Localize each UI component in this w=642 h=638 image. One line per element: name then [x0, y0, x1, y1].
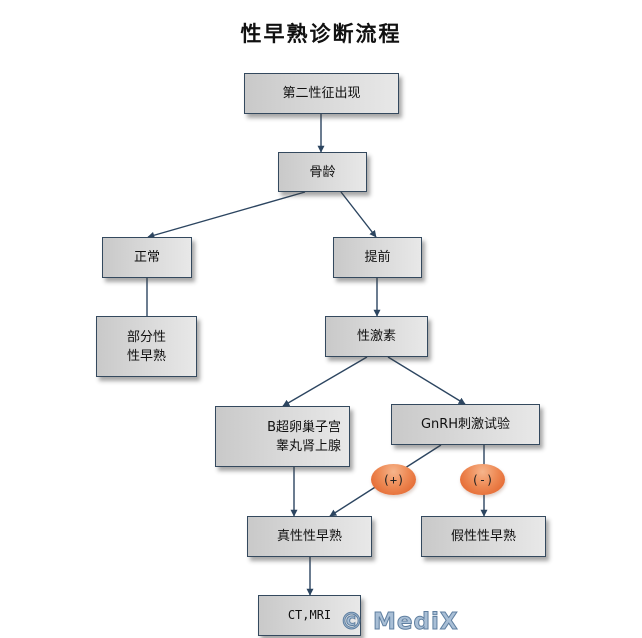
node-partial-precocious-puberty[interactable]: 部分性 性早熟	[96, 316, 197, 377]
node-label: 正常	[133, 250, 160, 265]
node-label: CT,MRI	[287, 608, 332, 622]
positive-result-badge: (+)	[371, 464, 416, 495]
node-label: B超卵巢子宫 睾丸肾上腺	[267, 419, 341, 454]
badge-label: (+)	[382, 472, 405, 487]
connector-sex-hormones-to-ultrasound	[282, 356, 368, 407]
node-label: 真性性早熟	[276, 529, 342, 544]
node-gnrh-stimulation-test[interactable]: GnRH刺激试验	[391, 404, 540, 445]
node-ct-mri[interactable]: CT,MRI	[258, 595, 361, 636]
node-advanced[interactable]: 提前	[333, 237, 422, 278]
medix-watermark: © MediX	[340, 609, 459, 636]
node-pseudo-precocious-puberty[interactable]: 假性性早熟	[421, 516, 546, 557]
node-sex-hormones[interactable]: 性激素	[325, 316, 428, 357]
node-normal[interactable]: 正常	[102, 237, 192, 278]
node-secondary-sex-signs[interactable]: 第二性征出现	[244, 73, 399, 114]
node-label: 性激素	[356, 329, 396, 344]
node-bone-age[interactable]: 骨龄	[278, 152, 367, 192]
node-label: 部分性 性早熟	[126, 329, 166, 364]
connector-sex-hormones-to-gnrh-test	[387, 356, 466, 405]
node-label: 第二性征出现	[282, 86, 361, 101]
node-true-precocious-puberty[interactable]: 真性性早熟	[247, 516, 372, 557]
node-ultrasound-exam[interactable]: B超卵巢子宫 睾丸肾上腺	[215, 406, 350, 467]
negative-result-badge: (-)	[460, 464, 505, 495]
diagram-title: 性早熟诊断流程	[240, 22, 402, 46]
badge-label: (-)	[471, 472, 494, 487]
node-label: 假性性早熟	[450, 529, 516, 544]
connector-bone-age-to-advanced	[340, 191, 377, 238]
node-label: GnRH刺激试验	[420, 417, 511, 432]
node-label: 提前	[364, 250, 391, 265]
node-label: 骨龄	[309, 164, 336, 180]
connector-bone-age-to-normal	[147, 191, 306, 239]
